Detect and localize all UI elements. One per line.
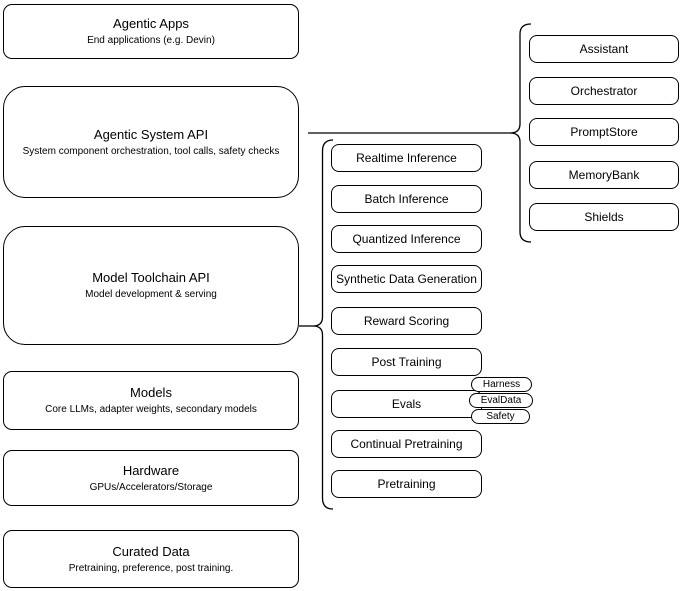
- node-quantized-inference: Quantized Inference: [331, 225, 482, 253]
- node-title: Agentic Apps: [113, 16, 189, 31]
- node-agentic-system-api: Agentic System API System component orch…: [3, 86, 299, 198]
- node-models: Models Core LLMs, adapter weights, secon…: [3, 371, 299, 430]
- node-reward-scoring: Reward Scoring: [331, 307, 482, 335]
- node-title: Agentic System API: [93, 126, 209, 142]
- node-realtime-inference: Realtime Inference: [331, 144, 482, 172]
- node-subtitle: Model development & serving: [85, 289, 217, 300]
- node-pretraining: Pretraining: [331, 470, 482, 498]
- node-title: Model Toolchain API: [92, 270, 210, 285]
- node-title: Curated Data: [112, 543, 190, 559]
- node-model-toolchain-api: Model Toolchain API Model development & …: [3, 226, 299, 345]
- node-continual-pretraining: Continual Pretraining: [331, 430, 482, 458]
- evals-tag-safety: Safety: [471, 409, 530, 424]
- node-title: Models: [130, 385, 172, 400]
- evals-tag-evaldata: EvalData: [469, 393, 533, 408]
- node-assistant: Assistant: [529, 35, 679, 63]
- node-subtitle: Pretraining, preference, post training.: [68, 562, 234, 574]
- node-post-training: Post Training: [331, 348, 482, 376]
- node-curated-data: Curated Data Pretraining, preference, po…: [3, 530, 299, 588]
- node-promptstore: PromptStore: [529, 118, 679, 146]
- node-subtitle: Core LLMs, adapter weights, secondary mo…: [45, 404, 257, 415]
- node-synthetic-data-generation: Synthetic Data Generation: [331, 265, 482, 293]
- node-hardware: Hardware GPUs/Accelerators/Storage: [3, 450, 299, 506]
- node-subtitle: End applications (e.g. Devin): [87, 35, 215, 46]
- node-orchestrator: Orchestrator: [529, 77, 679, 105]
- node-subtitle: GPUs/Accelerators/Storage: [89, 481, 213, 493]
- node-agentic-apps: Agentic Apps End applications (e.g. Devi…: [3, 4, 299, 59]
- node-batch-inference: Batch Inference: [331, 185, 482, 213]
- evals-tag-harness: Harness: [471, 377, 532, 392]
- node-subtitle: System component orchestration, tool cal…: [22, 145, 280, 157]
- system-bracket: [509, 23, 532, 243]
- node-evals: Evals: [331, 390, 482, 418]
- node-memorybank: MemoryBank: [529, 161, 679, 189]
- node-shields: Shields: [529, 203, 679, 231]
- node-title: Hardware: [122, 462, 180, 478]
- toolchain-bracket: [312, 139, 334, 510]
